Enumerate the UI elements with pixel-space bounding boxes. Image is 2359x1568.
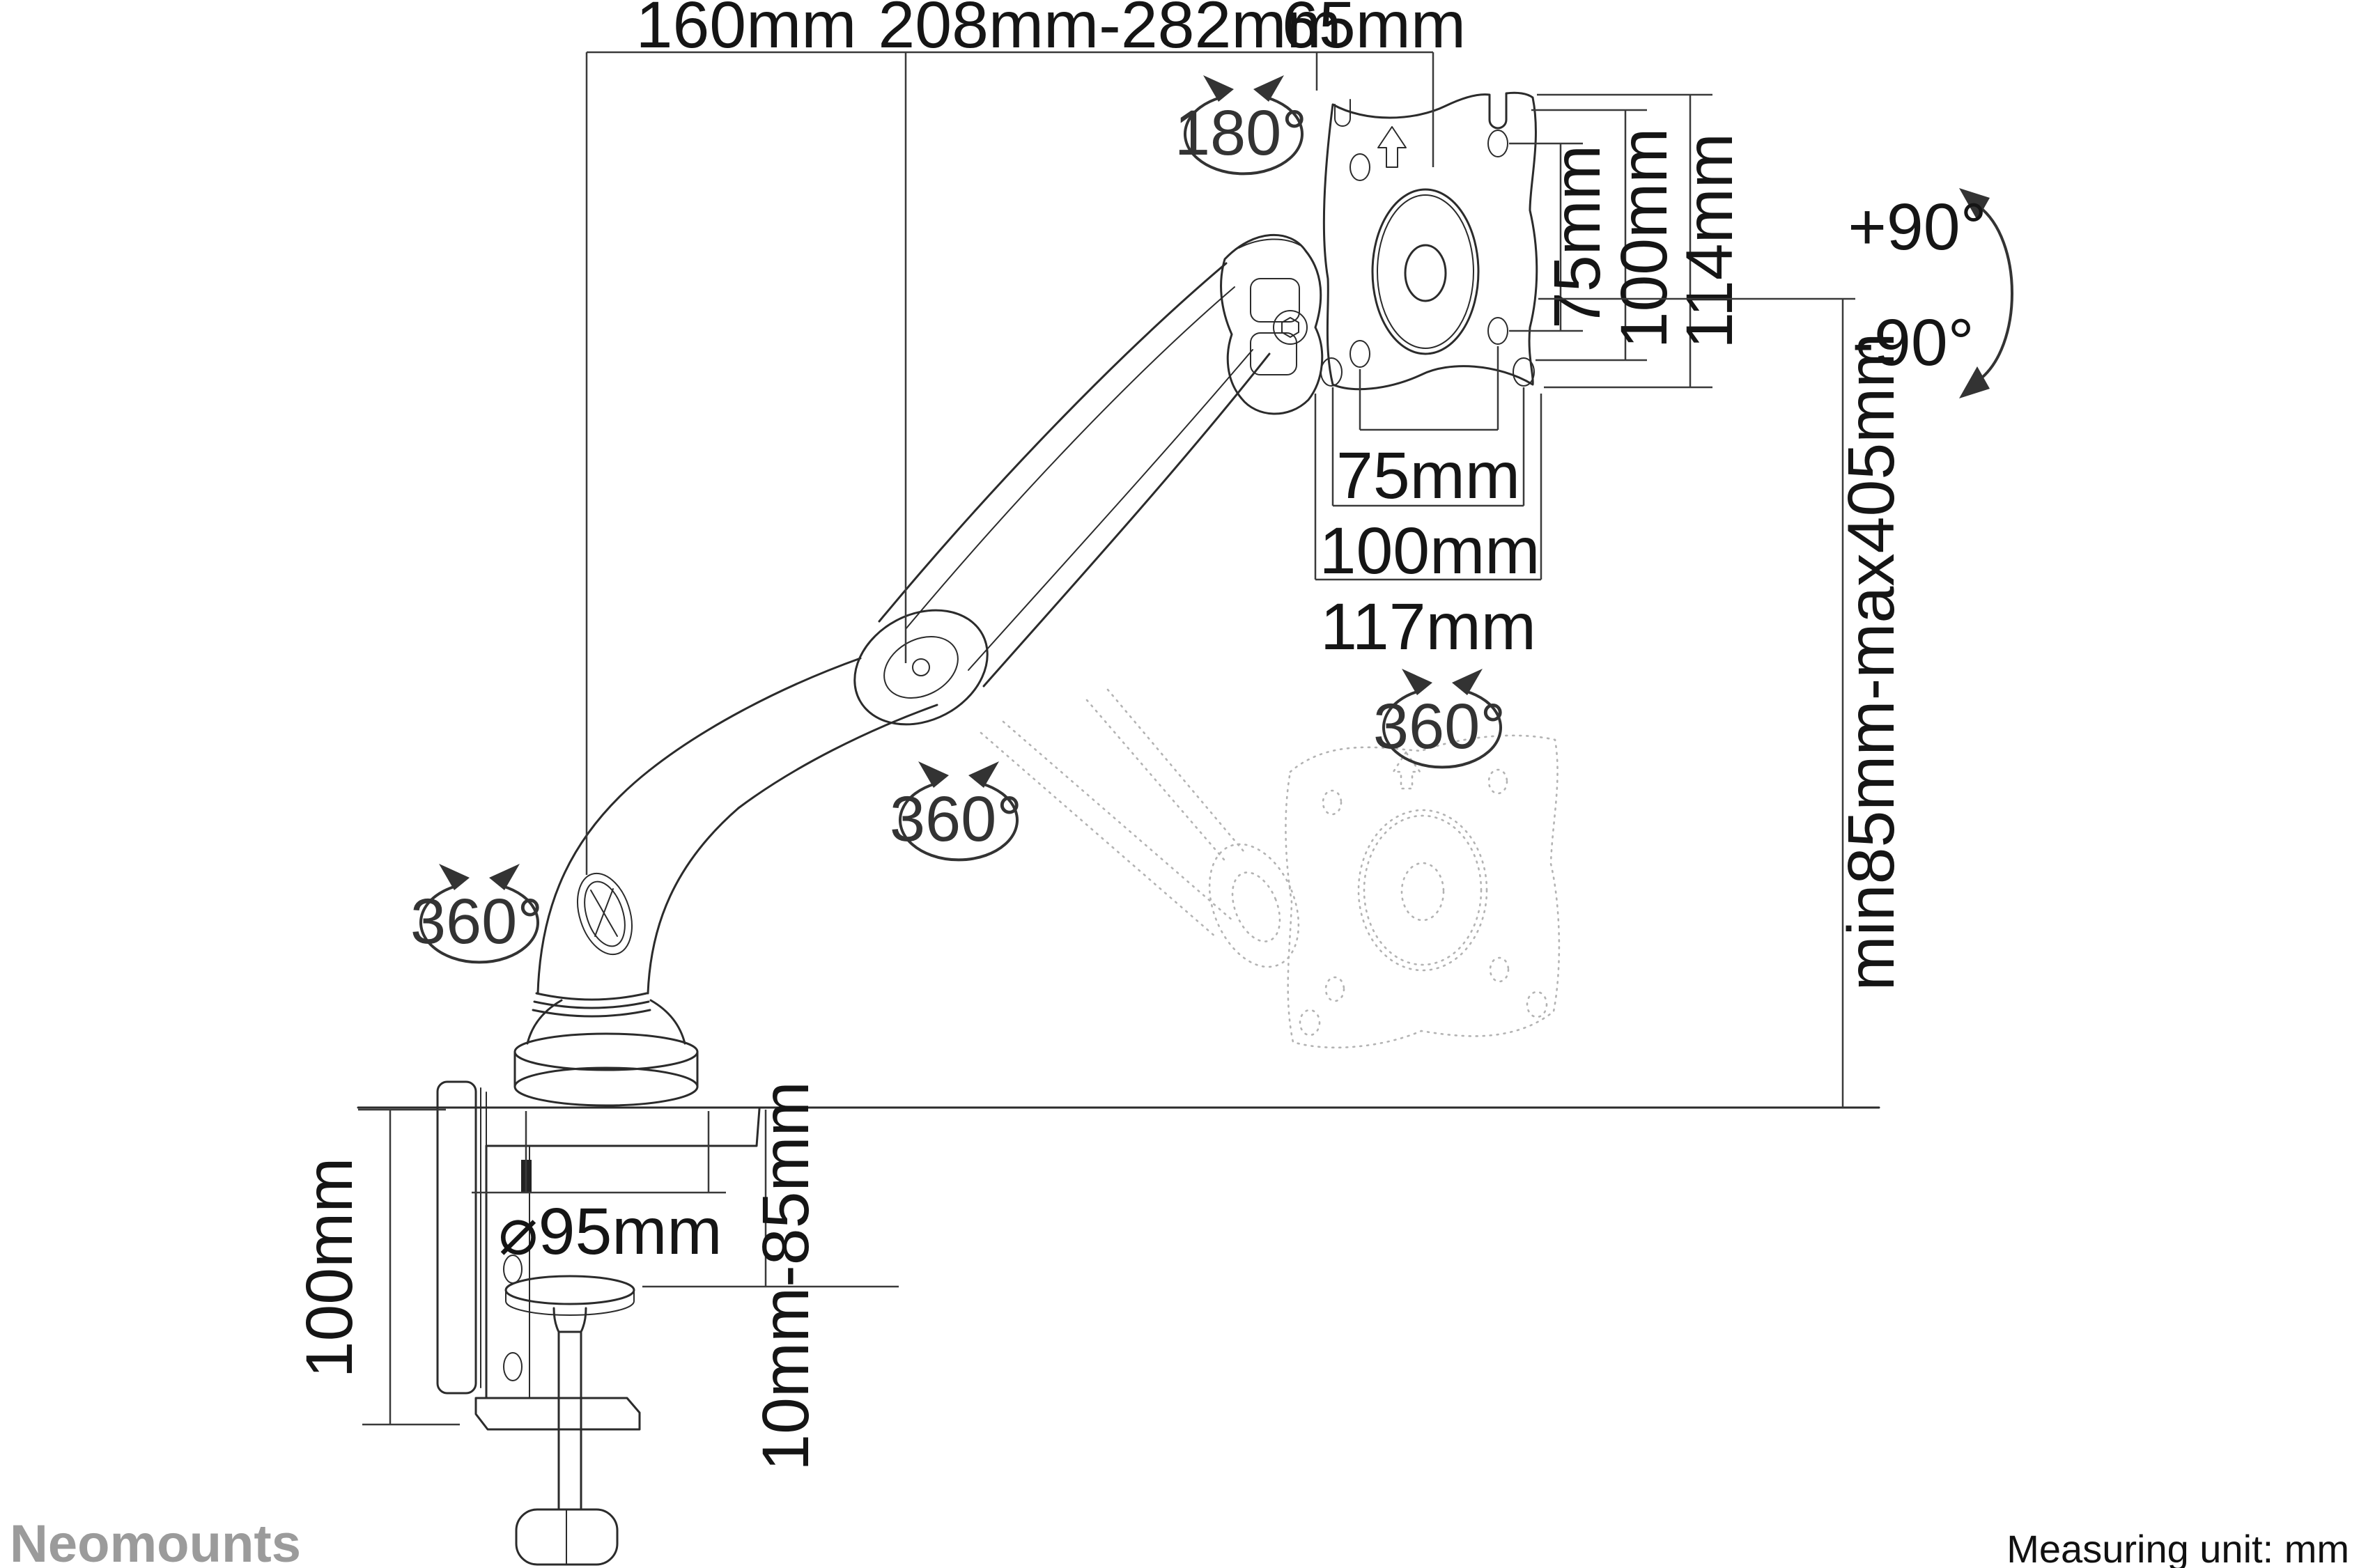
dim-label-vesa-h-75mm: 75mm [1336,439,1520,513]
top-dimension-lines [585,51,1434,875]
arm-lower-column [536,657,938,995]
vesa-vertical-dimension-lines [1509,93,1712,389]
desk-clamp [436,1080,761,1566]
dim-label-base-diameter: ⌀95mm [498,1195,722,1268]
dim-label-65mm: 65mm [1282,0,1466,62]
clamp-dimension-lines [358,1108,899,1426]
rotation-label-arm-360: 360° [890,784,1022,855]
vesa-plate [1320,91,1538,391]
dim-label-160mm: 160mm [636,0,857,62]
dim-label-height-range: min85mm-max405mm [1834,333,1908,991]
vesa-horizontal-dimension-lines [1314,346,1542,581]
ghost-arm-alternate-position [980,688,1561,1049]
rotation-label-base-360: 360° [410,886,543,957]
tilt-arc-icon [1959,188,2013,398]
measuring-unit-note: Measuring unit: mm [2006,1527,2349,1568]
dim-label-vesa-v-114mm: 114mm [1673,133,1747,349]
tilt-label-plus90: +90° [1848,190,1986,264]
dim-label-208-282mm: 208mm-282mm [878,0,1341,62]
tilt-label-minus90: -90° [1852,306,1974,380]
rotation-label-vesa-360: 360° [1373,691,1506,762]
dim-label-desk-thickness: 10mm-85mm [749,1081,823,1471]
vesa-head-joint [1220,233,1324,415]
dim-label-vesa-v-100mm: 100mm [1607,128,1681,349]
dim-label-vesa-v-75mm: 75mm [1540,145,1614,329]
desk-mount-base [513,992,699,1107]
rotation-label-180: 180° [1175,98,1307,169]
arm-elbow-joint [853,609,989,726]
vesa-up-arrow-icon [1377,126,1407,168]
brand-logo: Neomounts [10,1514,301,1568]
arm-upper-gas-spring [878,262,1271,688]
dim-label-clamp-100mm: 100mm [293,1158,366,1379]
dim-label-vesa-h-117mm: 117mm [1320,590,1536,664]
height-range-dimension [1538,297,1855,1108]
dim-label-vesa-h-100mm: 100mm [1320,514,1540,588]
